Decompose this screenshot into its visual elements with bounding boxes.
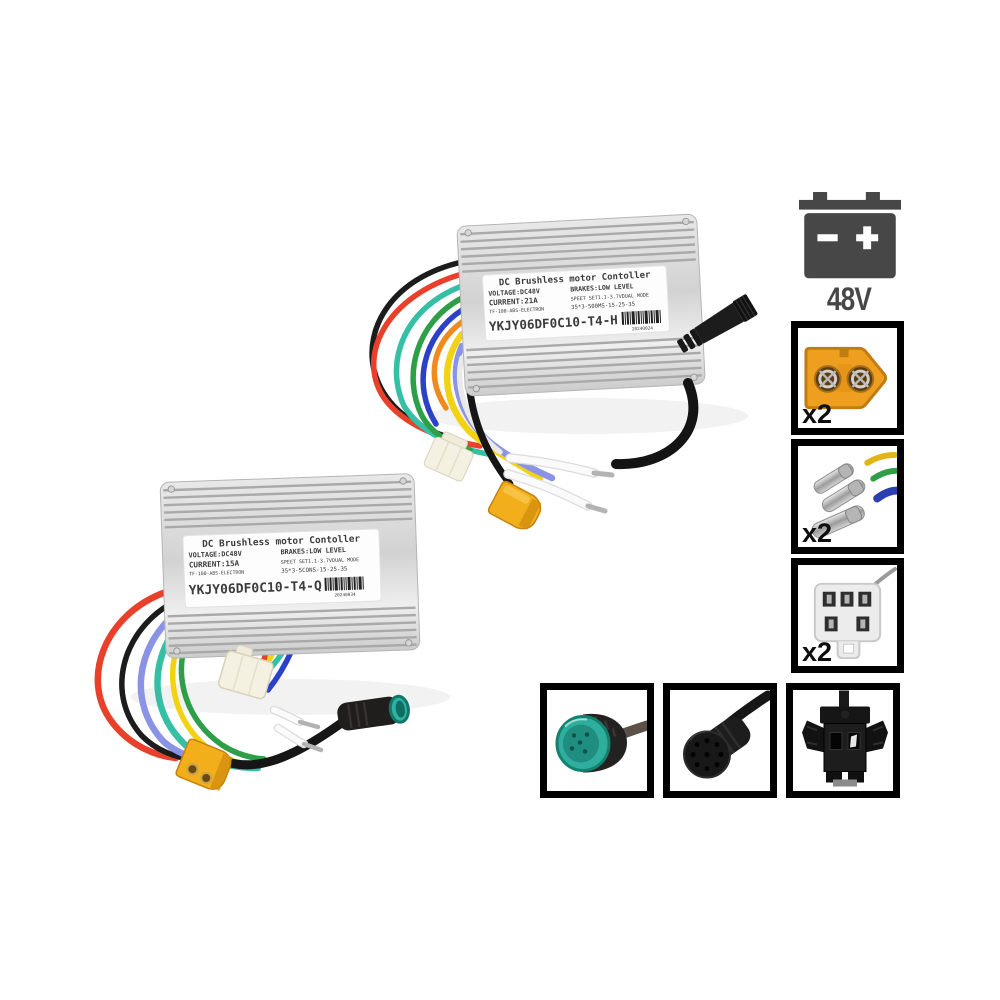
controller-upper: DC Brushless motor Contoller VOLTAGE:DC4… [369, 213, 758, 530]
spec-label: DC Brushless motor Contoller VOLTAGE:DC4… [482, 265, 670, 342]
round-cable-connector [677, 294, 758, 353]
spec-label: DC Brushless motor Contoller VOLTAGE:DC4… [182, 528, 382, 609]
label-brakes: BRAKES:LOW LEVEL [280, 546, 346, 556]
controller-case: DC Brushless motor Contoller VOLTAGE:DC4… [159, 473, 421, 659]
round-connector-icon [683, 690, 770, 779]
battery-voltage-label: 48V [826, 281, 872, 317]
battery-icon [798, 192, 902, 279]
white-plug-connector [217, 644, 274, 700]
white-plug-connector [423, 431, 474, 482]
inset-clip-connector [786, 683, 900, 798]
xt60-connector [175, 738, 233, 791]
label-voltage: VOLTAGE:DC48V [188, 550, 241, 560]
bullet-wire-a [269, 705, 321, 730]
label-spec: 35*3-5CONS-15-25-35 [281, 566, 348, 574]
barcode [324, 576, 364, 591]
bullet-connectors-icon [811, 451, 897, 539]
label-serial: 20240024 [632, 325, 654, 332]
heatsink-fins-bottom [466, 336, 702, 389]
inset-xt60: x2 [791, 321, 904, 435]
plus-symbol [856, 226, 879, 250]
qty-label: x2 [802, 518, 833, 548]
clip-connector-icon [802, 690, 888, 787]
wire-blue [420, 307, 465, 427]
heatsink-fins-top [460, 220, 696, 273]
label-current: CURRENT:15A [189, 559, 240, 570]
qty-label: x2 [802, 399, 833, 429]
label-serial: 20240034 [334, 592, 356, 599]
wire-black [119, 601, 199, 763]
heatsink-fins-bottom [167, 606, 417, 655]
xt60-connector [487, 480, 542, 530]
shadow [428, 398, 748, 434]
minus-symbol [817, 234, 838, 242]
motor-cable-loop [611, 378, 699, 470]
barcode [621, 309, 662, 325]
wire-orange [431, 319, 465, 411]
waterproof-green-connector [337, 694, 410, 731]
label-spec: 35*3-500MS-15-25-35 [571, 302, 635, 311]
label-model: YKJY06DF0C10-T4-Q [189, 579, 323, 599]
wire-green [178, 639, 267, 762]
label-speed: SPEET SET1.1-3.7VDUAL MODE [281, 557, 359, 566]
screws [464, 217, 698, 393]
bullet-wire-b [503, 469, 608, 514]
qty-label: x2 [802, 637, 833, 667]
label-brakes: BRAKES:LOW LEVEL [570, 282, 634, 293]
bullet-wire-a [505, 453, 615, 478]
inset-five-pin-plug: x2 [791, 558, 904, 673]
wire-red [94, 588, 180, 762]
controller-lower: DC Brushless motor Contoller VOLTAGE:DC4… [94, 473, 450, 791]
screws [167, 477, 413, 655]
label-code: TF-100-ABS-ELECTRON [489, 306, 544, 315]
waterproof-connector-icon [555, 713, 647, 773]
inset-waterproof-connector [540, 683, 654, 798]
wire-white [456, 355, 503, 455]
label-model: YKJY06DF0C10-T4-H [489, 312, 619, 334]
bullet-wire-b [273, 723, 324, 753]
heatsink-fins-top [163, 480, 413, 529]
inset-bullets: x2 [791, 439, 904, 554]
label-code: TF-100-ABS-ELECTRON [189, 570, 244, 578]
xt60-connector-icon [804, 346, 888, 410]
five-pin-plug-icon [813, 566, 897, 660]
label-speed: SPEET SET1.1-3.7VDUAL MODE [571, 292, 649, 302]
label-voltage: VOLTAGE:DC48V [488, 287, 540, 298]
label-current: CURRENT:21A [489, 296, 539, 308]
controller-case: DC Brushless motor Contoller VOLTAGE:DC4… [456, 213, 706, 397]
inset-round-connector [663, 683, 777, 798]
